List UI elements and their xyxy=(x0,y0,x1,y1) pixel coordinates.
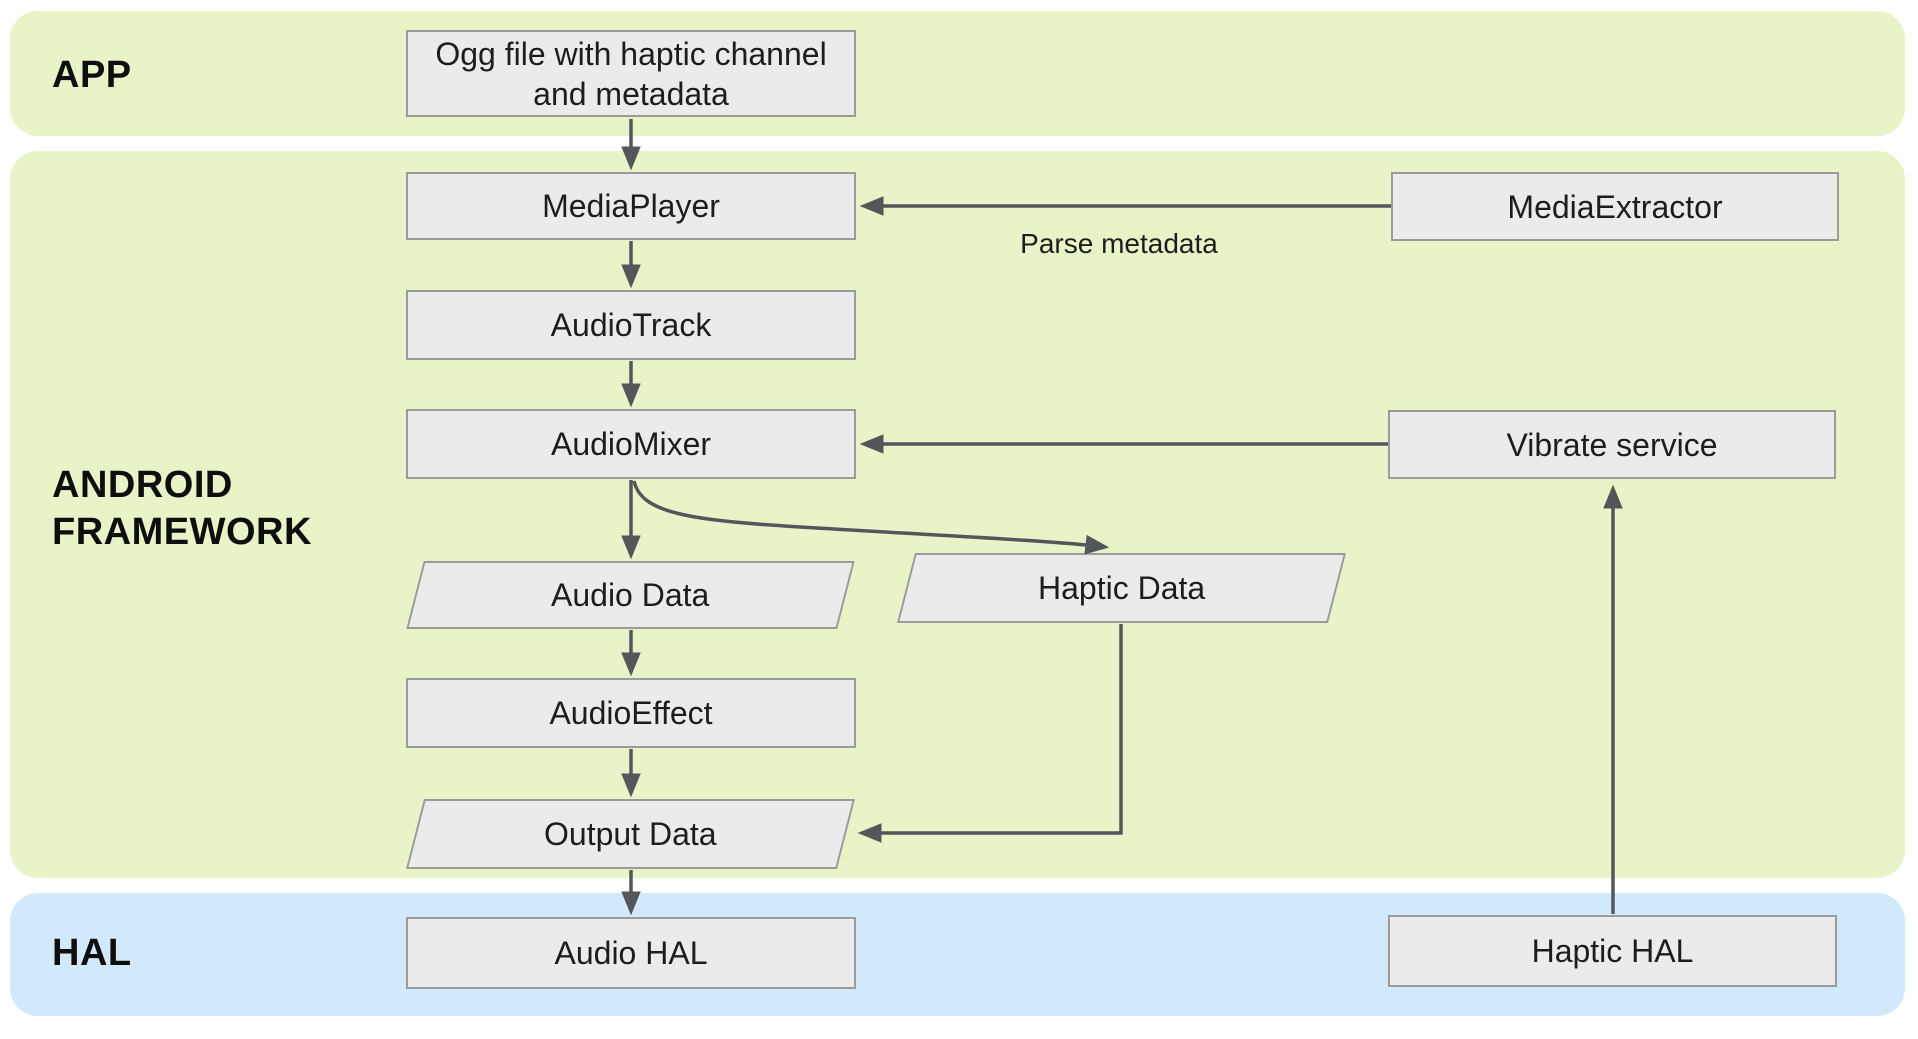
node-haptic-hal: Haptic HAL xyxy=(1388,915,1837,987)
app-layer-label: APP xyxy=(52,54,132,96)
node-mediaextractor-label: MediaExtractor xyxy=(1507,188,1723,225)
node-audiotrack-label: AudioTrack xyxy=(550,307,712,343)
node-audio-data: Audio Data xyxy=(406,561,855,629)
node-audioeffect: AudioEffect xyxy=(406,678,856,748)
node-mediaextractor: MediaExtractor xyxy=(1391,172,1839,241)
node-output-data: Output Data xyxy=(406,799,855,869)
node-ogg-file: Ogg file with haptic channel and metadat… xyxy=(406,30,856,117)
node-haptic-data-label: Haptic Data xyxy=(1037,570,1206,606)
node-audio-hal-label: Audio HAL xyxy=(554,935,708,971)
edge-label-parse-metadata: Parse metadata xyxy=(1020,228,1218,259)
node-output-data-label: Output Data xyxy=(544,816,717,852)
hal-layer-label: HAL xyxy=(52,932,132,974)
node-audiomixer: AudioMixer xyxy=(406,409,856,479)
node-ogg-file-label: Ogg file with haptic channel and metadat… xyxy=(435,35,827,112)
node-vibrate-service: Vibrate service xyxy=(1388,410,1836,479)
node-vibrate-service-label: Vibrate service xyxy=(1506,426,1718,463)
node-haptic-data: Haptic Data xyxy=(897,553,1346,623)
node-audio-hal: Audio HAL xyxy=(406,917,856,989)
node-haptic-hal-label: Haptic HAL xyxy=(1531,933,1694,969)
node-audio-data-label: Audio Data xyxy=(551,577,710,613)
node-mediaplayer: MediaPlayer xyxy=(406,172,856,240)
node-audioeffect-label: AudioEffect xyxy=(549,695,713,731)
android-framework-layer-label: ANDROID FRAMEWORK xyxy=(52,464,312,553)
node-audiomixer-label: AudioMixer xyxy=(550,426,712,462)
node-mediaplayer-label: MediaPlayer xyxy=(542,188,720,224)
node-audiotrack: AudioTrack xyxy=(406,290,856,360)
app-layer-band xyxy=(10,11,1905,136)
